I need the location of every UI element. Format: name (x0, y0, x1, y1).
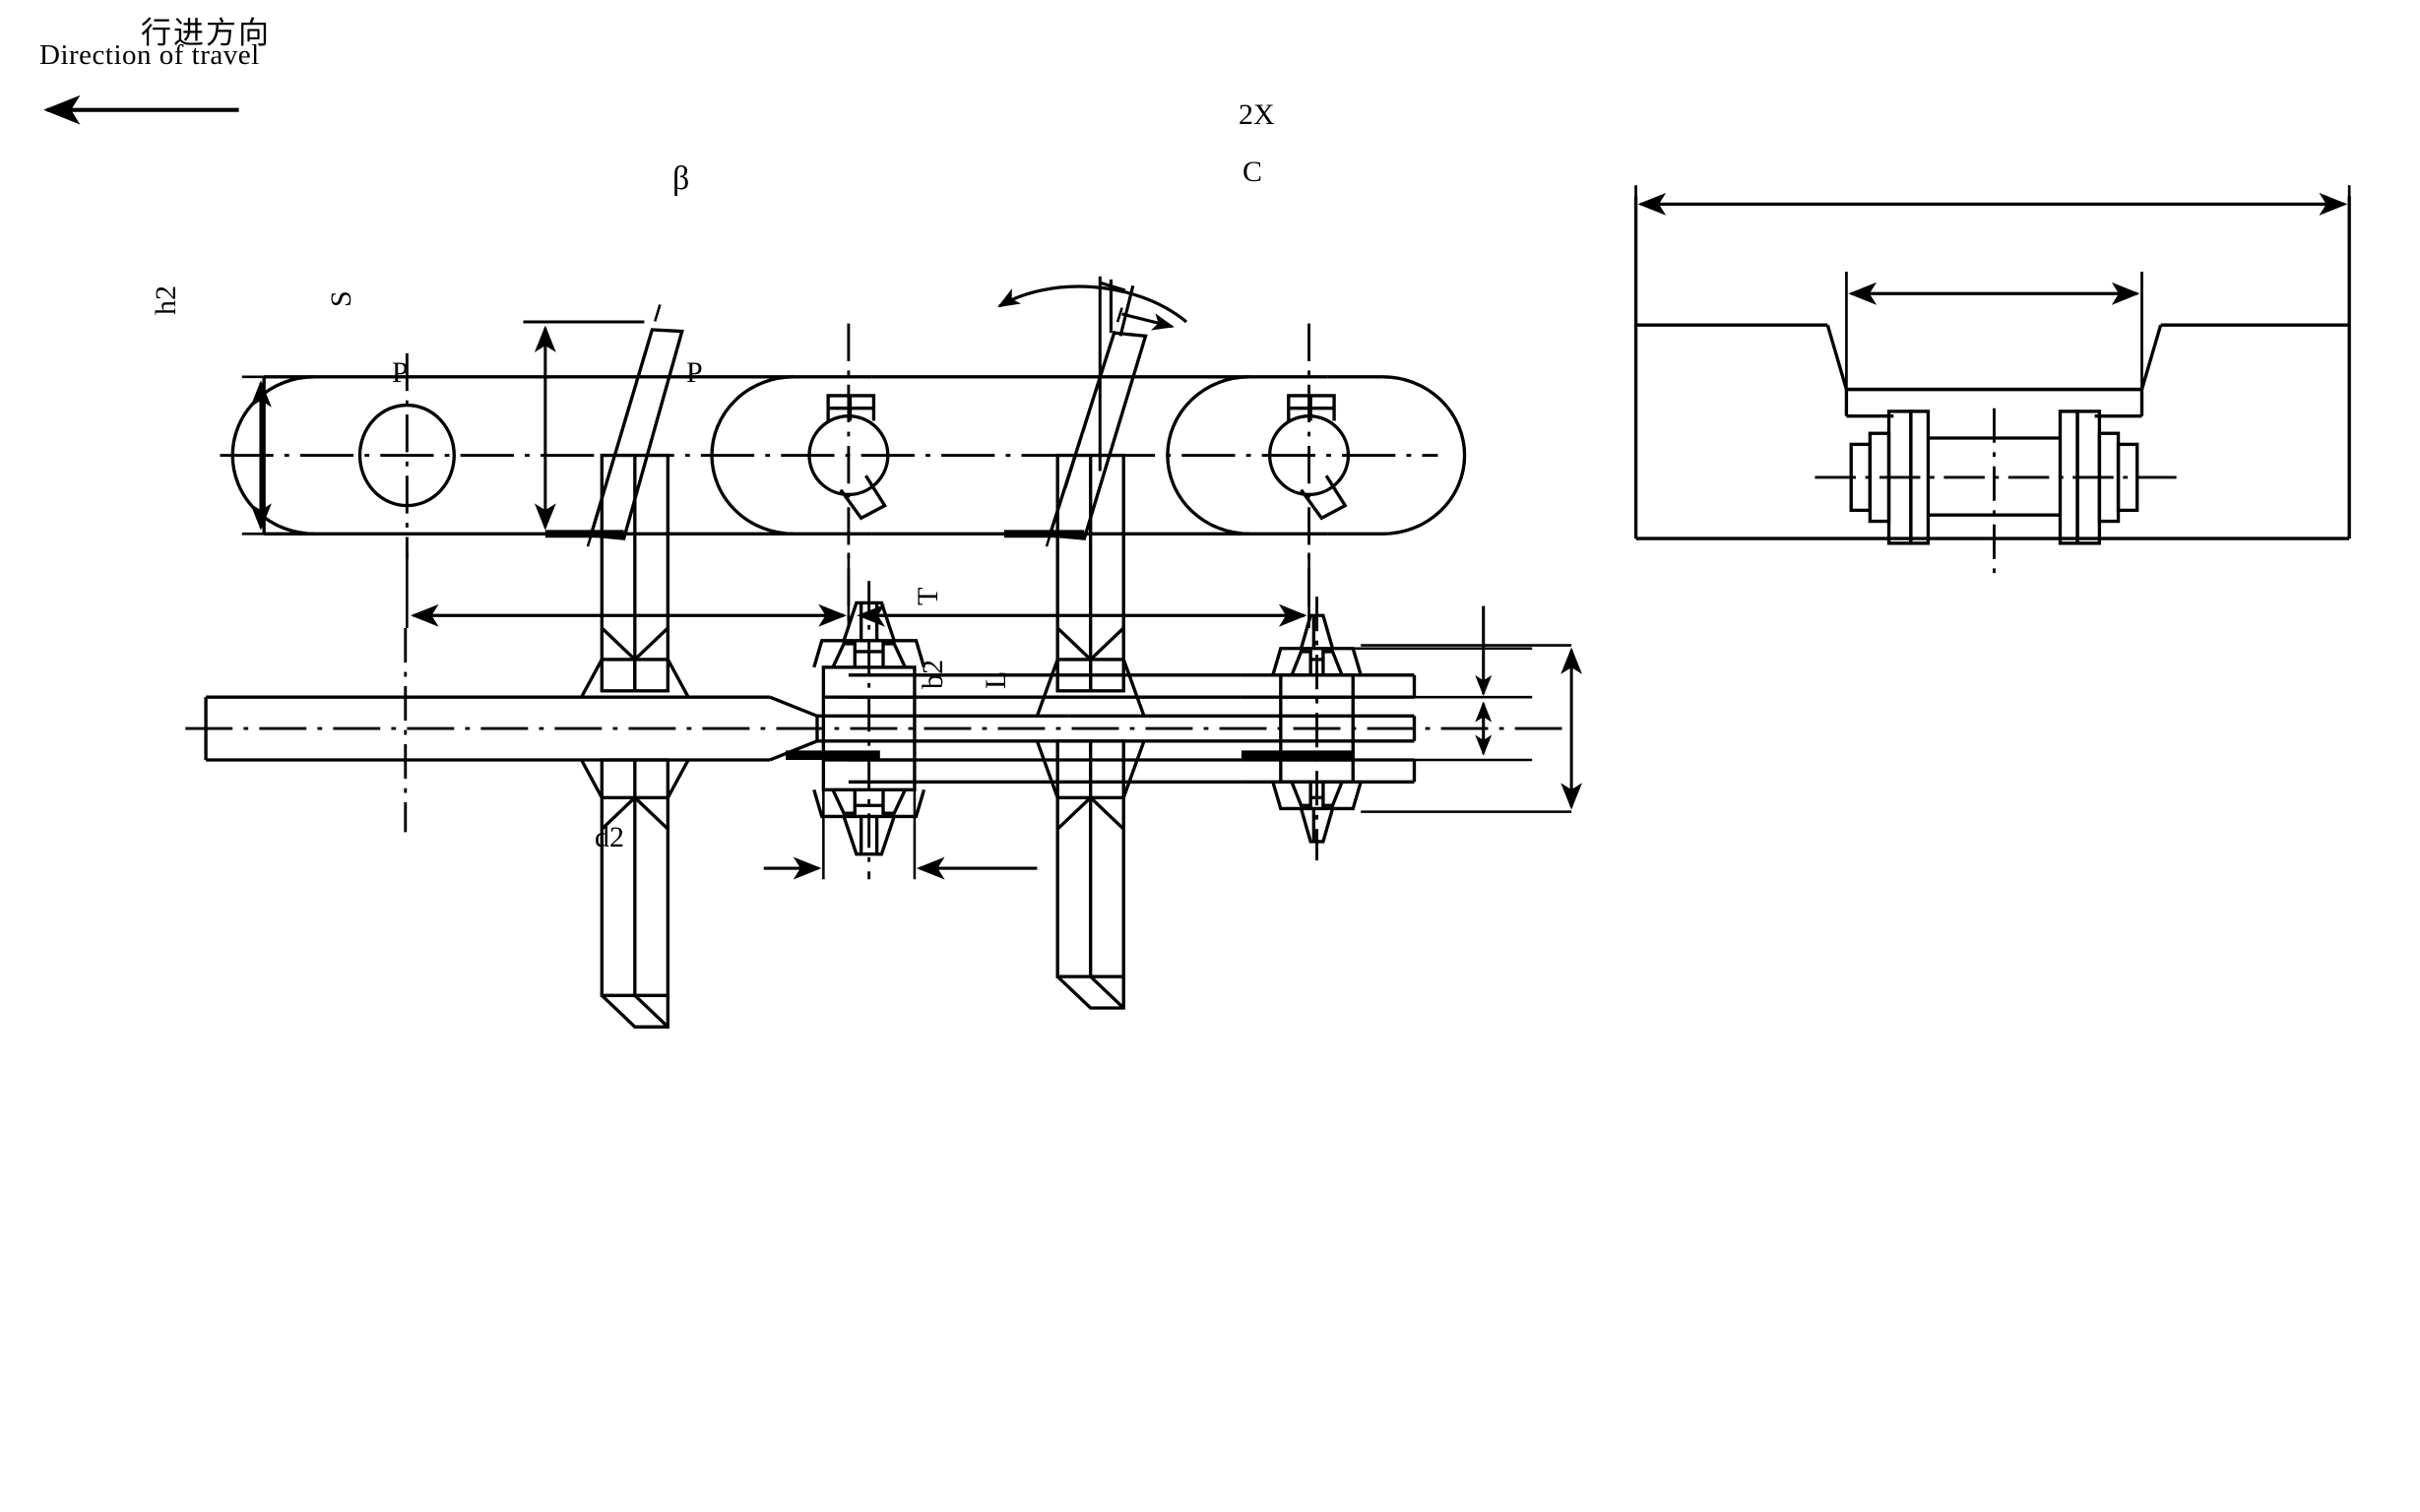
dimension-l (1361, 644, 1583, 813)
dimension-d2 (763, 789, 1038, 880)
plan-view (185, 453, 1583, 1029)
dimension-p-first (406, 552, 851, 629)
cross-section-view (1633, 185, 2351, 578)
direction-of-travel-title-cn: 行进方向 (141, 16, 271, 51)
dimension-p-second (857, 552, 1310, 629)
dimension-label-p-first: P (392, 356, 409, 389)
scraper-blade-2 (1003, 307, 1148, 547)
dimension-label-c: C (1242, 156, 1263, 188)
side-elevation-view (220, 276, 1467, 629)
dimension-t (1353, 605, 1533, 699)
scraper-blade-1 (544, 304, 684, 547)
dimension-2x (1634, 185, 2351, 236)
dimension-h2 (241, 375, 315, 536)
dimension-label-beta: β (672, 160, 690, 197)
dimension-b2 (1353, 701, 1533, 762)
dimension-label-d2: d2 (595, 821, 624, 853)
scraper-bar-1 (580, 453, 690, 1029)
dimension-c (1845, 271, 2143, 393)
scraper-bar-2 (1035, 453, 1146, 1010)
dimension-s (523, 320, 645, 531)
direction-of-travel-title-en: Direction of travel (39, 39, 260, 71)
dimension-label-p-second: P (686, 356, 703, 389)
beta-angle-indicator (997, 276, 1188, 472)
dimension-label-2x: 2X (1239, 98, 1275, 131)
